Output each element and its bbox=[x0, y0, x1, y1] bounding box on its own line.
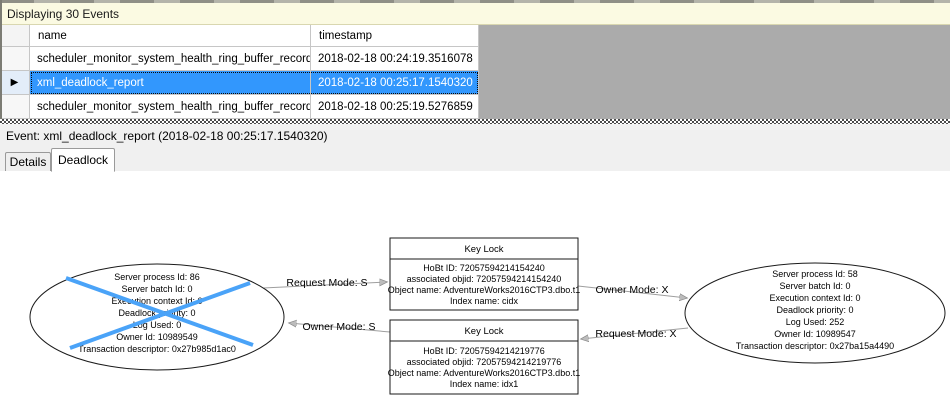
edge-owner-x: Owner Mode: X bbox=[577, 284, 687, 298]
edge-label-owner-x: Owner Mode: X bbox=[596, 284, 669, 296]
svg-text:Owner Id: 10989547: Owner Id: 10989547 bbox=[774, 329, 856, 339]
deadlock-graph-panel: Request Mode: S Owner Mode: S Owner Mode… bbox=[0, 171, 950, 400]
victim-cross-icon bbox=[65, 276, 254, 350]
svg-text:Object name: AdventureWorks201: Object name: AdventureWorks2016CTP3.dbo.… bbox=[388, 285, 580, 295]
grid-corner-cell[interactable] bbox=[0, 25, 30, 47]
svg-text:Object name: AdventureWorks201: Object name: AdventureWorks2016CTP3.dbo.… bbox=[388, 368, 580, 378]
svg-text:associated objid: 720575942142: associated objid: 72057594214219776 bbox=[407, 357, 562, 367]
column-header-name[interactable]: name bbox=[30, 25, 311, 47]
edge-label-owner-s: Owner Mode: S bbox=[303, 321, 376, 333]
tab-deadlock[interactable]: Deadlock bbox=[51, 148, 115, 172]
row-header-cell[interactable]: ▶ bbox=[0, 71, 30, 95]
svg-text:Server process Id: 58: Server process Id: 58 bbox=[772, 269, 858, 279]
events-grid: name timestamp scheduler_monitor_system_… bbox=[0, 25, 950, 119]
window-top-edge bbox=[0, 0, 950, 3]
splitter-handle[interactable] bbox=[0, 119, 950, 124]
deadlock-graph: Request Mode: S Owner Mode: S Owner Mode… bbox=[29, 237, 946, 395]
tab-strip: Details Deadlock bbox=[0, 147, 950, 172]
svg-text:HoBt ID: 72057594214154240: HoBt ID: 72057594214154240 bbox=[423, 263, 545, 273]
current-row-arrow-icon: ▶ bbox=[10, 76, 19, 88]
cell-name[interactable]: scheduler_monitor_system_health_ring_buf… bbox=[30, 95, 311, 119]
resource-node-keylock-cidx: Key Lock HoBt ID: 72057594214154240 asso… bbox=[388, 237, 580, 311]
cell-name[interactable]: xml_deadlock_report bbox=[30, 71, 311, 95]
svg-text:associated objid: 720575942141: associated objid: 72057594214154240 bbox=[407, 274, 562, 284]
cell-timestamp[interactable]: 2018-02-18 00:25:17.1540320 bbox=[311, 71, 479, 95]
svg-text:Execution context Id: 0: Execution context Id: 0 bbox=[769, 293, 860, 303]
column-header-timestamp[interactable]: timestamp bbox=[311, 25, 479, 47]
svg-text:Index name: cidx: Index name: cidx bbox=[450, 296, 519, 306]
tab-details[interactable]: Details bbox=[5, 152, 51, 171]
events-count-bar: Displaying 30 Events bbox=[0, 3, 950, 25]
event-title-label: Event: xml_deadlock_report (2018-02-18 0… bbox=[6, 128, 328, 143]
process-node-58: Server process Id: 58 Server batch Id: 0… bbox=[684, 262, 946, 364]
table-row[interactable]: scheduler_monitor_system_health_ring_buf… bbox=[0, 95, 480, 119]
process-node-86: Server process Id: 86 Server batch Id: 0… bbox=[29, 263, 285, 371]
row-header-cell[interactable] bbox=[0, 47, 30, 71]
cell-timestamp[interactable]: 2018-02-18 00:25:19.5276859 bbox=[311, 95, 479, 119]
svg-text:Key Lock: Key Lock bbox=[464, 244, 503, 255]
table-row-selected[interactable]: ▶ xml_deadlock_report 2018-02-18 00:25:1… bbox=[0, 71, 480, 95]
edge-owner-s: Owner Mode: S bbox=[289, 321, 391, 333]
svg-text:Log Used: 0: Log Used: 0 bbox=[133, 320, 182, 330]
svg-text:Transaction descriptor: 0x27b9: Transaction descriptor: 0x27b985d1ac0 bbox=[78, 344, 236, 354]
edge-request-s: Request Mode: S bbox=[262, 277, 387, 289]
svg-text:HoBt ID: 72057594214219776: HoBt ID: 72057594214219776 bbox=[423, 346, 545, 356]
svg-text:Server batch Id: 0: Server batch Id: 0 bbox=[779, 281, 850, 291]
svg-text:Key Lock: Key Lock bbox=[464, 326, 503, 337]
cell-timestamp[interactable]: 2018-02-18 00:24:19.3516078 bbox=[311, 47, 479, 71]
resource-node-keylock-idx1: Key Lock HoBt ID: 72057594214219776 asso… bbox=[388, 319, 580, 395]
svg-text:Transaction descriptor: 0x27ba: Transaction descriptor: 0x27ba15a4490 bbox=[736, 341, 894, 351]
svg-text:Server batch Id: 0: Server batch Id: 0 bbox=[121, 284, 192, 294]
svg-text:Deadlock priority: 0: Deadlock priority: 0 bbox=[776, 305, 853, 315]
row-header-cell[interactable] bbox=[0, 95, 30, 119]
svg-text:Log Used: 252: Log Used: 252 bbox=[786, 317, 845, 327]
event-title-bar: Event: xml_deadlock_report (2018-02-18 0… bbox=[0, 124, 950, 147]
events-count-label: Displaying 30 Events bbox=[7, 6, 120, 21]
svg-text:Deadlock priority: 0: Deadlock priority: 0 bbox=[118, 308, 195, 318]
svg-text:Index name: idx1: Index name: idx1 bbox=[450, 379, 519, 389]
cell-name[interactable]: scheduler_monitor_system_health_ring_buf… bbox=[30, 47, 311, 71]
edge-label-request-x: Request Mode: X bbox=[595, 328, 676, 340]
svg-text:Server process Id: 86: Server process Id: 86 bbox=[114, 272, 200, 282]
edge-request-x: Request Mode: X bbox=[581, 327, 689, 340]
svg-text:Execution context Id: 0: Execution context Id: 0 bbox=[111, 296, 202, 306]
edge-label-request-s: Request Mode: S bbox=[286, 277, 367, 289]
grid-header-row: name timestamp bbox=[0, 25, 480, 47]
window-left-edge bbox=[0, 0, 2, 119]
svg-text:Owner Id: 10989549: Owner Id: 10989549 bbox=[116, 332, 198, 342]
table-row[interactable]: scheduler_monitor_system_health_ring_buf… bbox=[0, 47, 480, 71]
